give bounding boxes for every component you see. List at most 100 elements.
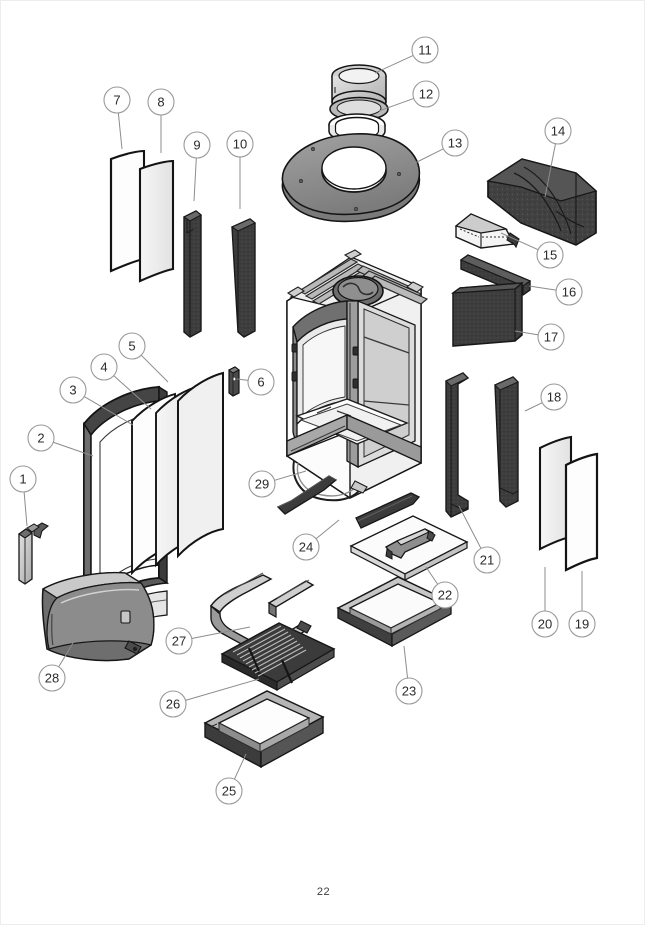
leader-line-3 <box>83 396 134 426</box>
leader-line-14 <box>544 143 556 198</box>
leader-line-15 <box>500 232 539 251</box>
part-21-side-trim-left-rear <box>445 372 470 518</box>
callout-25-grate-frame-lower[interactable]: 25 <box>215 777 243 805</box>
callout-circle-7 <box>103 86 131 114</box>
callout-circle-5 <box>118 332 146 360</box>
callout-number-23: 23 <box>402 684 416 699</box>
callout-circle-11 <box>411 36 439 64</box>
part-23-ash-pan <box>336 576 453 648</box>
callout-11-flue-collar[interactable]: 11 <box>411 36 439 64</box>
callout-13-top-plate[interactable]: 13 <box>441 129 469 157</box>
callout-8-side-glass-left-inner[interactable]: 8 <box>147 88 175 116</box>
callout-24-air-control-rod[interactable]: 24 <box>292 533 320 561</box>
callout-circle-23 <box>395 677 423 705</box>
leader-line-26 <box>185 678 260 701</box>
callout-number-4: 4 <box>100 360 107 375</box>
leader-line-22 <box>425 566 439 585</box>
callout-number-11: 11 <box>418 43 432 58</box>
leader-line-5 <box>140 354 169 383</box>
callout-number-21: 21 <box>480 553 494 568</box>
callout-3-inner-glass-panel[interactable]: 3 <box>59 376 87 404</box>
callout-number-17: 17 <box>544 330 558 345</box>
part-19-side-glass-right-outer <box>564 452 599 572</box>
callout-19-side-glass-right-outer[interactable]: 19 <box>568 610 596 638</box>
leader-line-9 <box>193 157 197 202</box>
callout-29-door-hinge-assembly[interactable]: 29 <box>248 470 276 498</box>
callout-4-middle-glass-panel[interactable]: 4 <box>90 353 118 381</box>
callout-10-side-trim-right[interactable]: 10 <box>226 130 254 158</box>
callout-circle-17 <box>537 323 565 351</box>
part-24-air-control-rod <box>276 475 421 529</box>
callout-14-baffle-deflector[interactable]: 14 <box>544 117 572 145</box>
leader-line-6 <box>236 378 249 381</box>
callout-23-ash-pan[interactable]: 23 <box>395 677 423 705</box>
callout-number-26: 26 <box>166 697 180 712</box>
callout-2-door-frame[interactable]: 2 <box>27 424 55 452</box>
part-26-cast-iron-grate <box>220 622 336 692</box>
callout-circle-18 <box>540 383 568 411</box>
callout-circle-13 <box>441 129 469 157</box>
callout-circle-9 <box>183 131 211 159</box>
callout-circle-24 <box>292 533 320 561</box>
callout-number-29: 29 <box>255 477 269 492</box>
leader-line-12 <box>378 97 414 112</box>
callout-circle-28 <box>38 664 66 692</box>
callout-12-flue-gasket-ring[interactable]: 12 <box>412 80 440 108</box>
part-22-ash-pan-lid <box>349 515 469 581</box>
callout-number-9: 9 <box>193 138 200 153</box>
callout-circle-29 <box>248 470 276 498</box>
part-1-handle-pin <box>18 522 49 585</box>
callout-number-25: 25 <box>222 784 236 799</box>
callout-circle-21 <box>473 546 501 574</box>
callout-number-10: 10 <box>233 137 247 152</box>
part-15-air-vane <box>454 213 520 249</box>
leader-line-17 <box>514 330 539 336</box>
callout-circle-22 <box>431 581 459 609</box>
callout-number-16: 16 <box>562 285 576 300</box>
callout-circle-26 <box>159 690 187 718</box>
callout-number-2: 2 <box>37 431 44 446</box>
callout-number-14: 14 <box>551 124 565 139</box>
callout-number-20: 20 <box>538 617 552 632</box>
leader-line-11 <box>374 54 414 74</box>
callout-16-vermiculite-strip[interactable]: 16 <box>555 278 583 306</box>
callout-number-3: 3 <box>69 383 76 398</box>
callout-circle-27 <box>165 627 193 655</box>
part-29-door-hinge-assembly <box>292 460 368 502</box>
part-11-flue-collar <box>329 64 389 122</box>
callout-circle-25 <box>215 777 243 805</box>
callout-21-side-trim-left-rear[interactable]: 21 <box>473 546 501 574</box>
callout-26-cast-iron-grate[interactable]: 26 <box>159 690 187 718</box>
part-25-grate-frame-lower <box>203 690 325 769</box>
callout-number-13: 13 <box>448 136 462 151</box>
callout-18-side-trim-right-rear[interactable]: 18 <box>540 383 568 411</box>
callout-number-24: 24 <box>299 540 313 555</box>
callout-1-handle-pin[interactable]: 1 <box>9 465 37 493</box>
part-17-vermiculite-back-panel <box>450 282 524 347</box>
leader-line-21 <box>458 505 482 549</box>
callout-number-28: 28 <box>45 671 59 686</box>
part-14-baffle-deflector <box>486 158 598 246</box>
callout-15-air-vane[interactable]: 15 <box>536 241 564 269</box>
callout-28-front-base-panel[interactable]: 28 <box>38 664 66 692</box>
callout-number-8: 8 <box>157 95 164 110</box>
leader-line-7 <box>117 112 123 150</box>
callout-22-ash-pan-lid[interactable]: 22 <box>431 581 459 609</box>
callout-27-grate-support-frame[interactable]: 27 <box>165 627 193 655</box>
part-9-side-trim-left <box>182 210 202 338</box>
callout-6-latch-catch[interactable]: 6 <box>247 368 275 396</box>
part-5-outer-glass-panel <box>177 371 224 559</box>
callout-7-side-glass-left-outer[interactable]: 7 <box>103 86 131 114</box>
callout-20-side-glass-right-inner[interactable]: 20 <box>531 610 559 638</box>
callout-circle-16 <box>555 278 583 306</box>
callout-circle-3 <box>59 376 87 404</box>
callout-circle-12 <box>412 80 440 108</box>
callout-number-12: 12 <box>419 87 433 102</box>
callout-circle-6 <box>247 368 275 396</box>
leader-line-29 <box>274 470 307 481</box>
leader-line-25 <box>233 753 247 780</box>
callout-17-vermiculite-back-panel[interactable]: 17 <box>537 323 565 351</box>
callout-9-side-trim-left[interactable]: 9 <box>183 131 211 159</box>
callout-5-outer-glass-panel[interactable]: 5 <box>118 332 146 360</box>
